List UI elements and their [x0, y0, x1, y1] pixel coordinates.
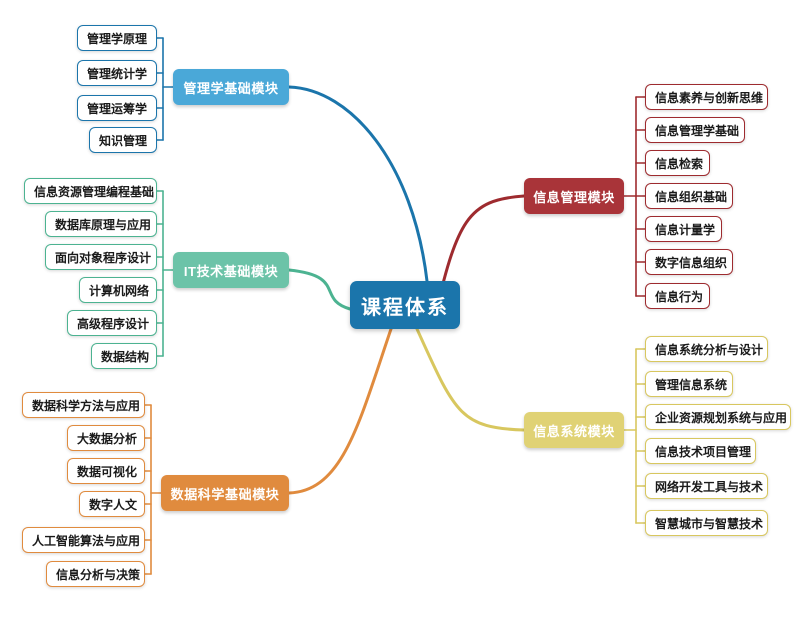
leaf-node-management-2[interactable]: 管理运筹学	[77, 95, 157, 121]
leaf-node-infomanagement-6[interactable]: 信息行为	[645, 283, 710, 309]
leaf-node-datascience-3[interactable]: 数字人文	[79, 491, 145, 517]
leaf-node-management-0[interactable]: 管理学原理	[77, 25, 157, 51]
leaf-node-infomanagement-1[interactable]: 信息管理学基础	[645, 117, 745, 143]
leaf-node-infosystem-5[interactable]: 智慧城市与智慧技术	[645, 510, 768, 536]
leaf-node-it-1[interactable]: 数据库原理与应用	[45, 211, 157, 237]
leaf-node-it-3[interactable]: 计算机网络	[79, 277, 157, 303]
leaf-node-datascience-4[interactable]: 人工智能算法与应用	[22, 527, 145, 553]
leaf-node-it-5[interactable]: 数据结构	[91, 343, 157, 369]
leaf-node-datascience-0[interactable]: 数据科学方法与应用	[22, 392, 145, 418]
connector-line	[287, 85, 429, 283]
leaf-node-it-0[interactable]: 信息资源管理编程基础	[24, 178, 157, 204]
leaf-node-infosystem-2[interactable]: 企业资源规划系统与应用	[645, 404, 791, 430]
leaf-node-infosystem-4[interactable]: 网络开发工具与技术	[645, 473, 768, 499]
leaf-node-infomanagement-5[interactable]: 数字信息组织	[645, 249, 733, 275]
leaf-node-datascience-1[interactable]: 大数据分析	[67, 425, 145, 451]
leaf-node-infomanagement-0[interactable]: 信息素养与创新思维	[645, 84, 768, 110]
module-node-datascience[interactable]: 数据科学基础模块	[161, 475, 289, 511]
leaf-node-it-2[interactable]: 面向对象程序设计	[45, 244, 157, 270]
connector-line	[415, 327, 526, 432]
module-node-infosystem[interactable]: 信息系统模块	[524, 412, 624, 448]
leaf-node-datascience-2[interactable]: 数据可视化	[67, 458, 145, 484]
module-node-management[interactable]: 管理学基础模块	[173, 69, 289, 105]
leaf-node-it-4[interactable]: 高级程序设计	[67, 310, 157, 336]
leaf-node-infosystem-0[interactable]: 信息系统分析与设计	[645, 336, 768, 362]
leaf-node-management-1[interactable]: 管理统计学	[77, 60, 157, 86]
leaf-node-management-3[interactable]: 知识管理	[89, 127, 157, 153]
leaf-node-datascience-5[interactable]: 信息分析与决策	[46, 561, 145, 587]
leaf-node-infomanagement-2[interactable]: 信息检索	[645, 150, 710, 176]
center-node[interactable]: 课程体系	[350, 281, 460, 329]
leaf-node-infomanagement-3[interactable]: 信息组织基础	[645, 183, 733, 209]
module-node-infomanagement[interactable]: 信息管理模块	[524, 178, 624, 214]
connector-line	[287, 268, 352, 311]
module-node-it[interactable]: IT技术基础模块	[173, 252, 289, 288]
leaf-node-infomanagement-4[interactable]: 信息计量学	[645, 216, 722, 242]
leaf-node-infosystem-1[interactable]: 管理信息系统	[645, 371, 733, 397]
leaf-node-infosystem-3[interactable]: 信息技术项目管理	[645, 438, 756, 464]
connector-line	[287, 327, 393, 495]
